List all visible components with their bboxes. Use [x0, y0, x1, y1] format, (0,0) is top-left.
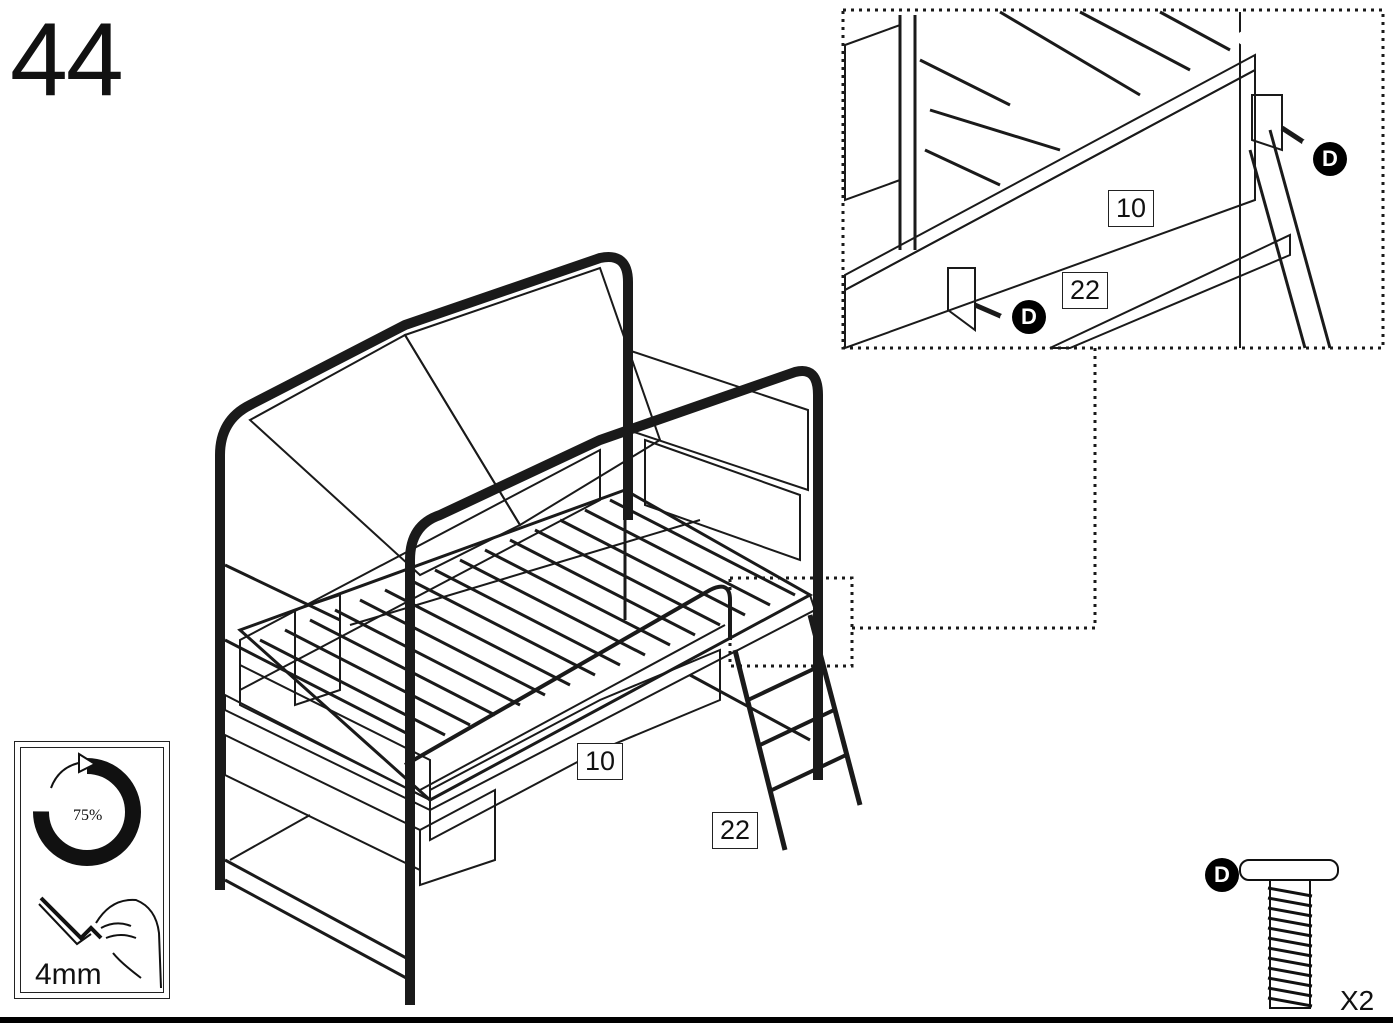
hardware-quantity: X2 [1340, 985, 1375, 1016]
inset-fastener-badge-lower: D [1012, 300, 1046, 334]
tool-panel: 75% 4mm [14, 741, 170, 999]
allen-key-hand-icon [38, 896, 162, 989]
tool-panel-inner: 75% 4mm [20, 747, 164, 993]
main-part-label-ladder: 22 [712, 812, 759, 849]
inset-fastener-badge-upper: D [1313, 142, 1347, 176]
inset-part-label-ladder: 22 [1062, 272, 1109, 309]
step-number: 44 [10, 2, 124, 118]
tightening-gauge-icon [33, 752, 141, 866]
bottom-rule [0, 1017, 1393, 1023]
inset-part-label-rail: 10 [1108, 190, 1155, 227]
allen-key-size: 4mm [35, 958, 102, 991]
tightness-percent: 75% [73, 807, 103, 824]
hardware-badge: D [1205, 858, 1239, 892]
main-part-label-rail: 10 [577, 743, 624, 780]
